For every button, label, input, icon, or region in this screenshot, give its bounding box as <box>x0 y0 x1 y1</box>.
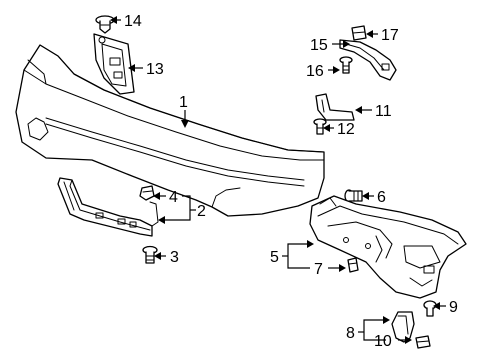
bolt-12 <box>313 118 327 135</box>
callout-7: 7 <box>314 261 323 278</box>
callout-labels: 1 2 3 4 5 6 7 8 9 10 11 12 13 14 15 16 1… <box>124 13 458 350</box>
callout-5: 5 <box>270 249 279 266</box>
small-bracket-8 <box>391 311 415 343</box>
lower-reinforcement-bracket <box>57 177 159 237</box>
callout-14: 14 <box>124 13 142 30</box>
bolt-3 <box>142 245 158 264</box>
callout-4: 4 <box>169 189 178 206</box>
push-pin-clip-14 <box>95 15 115 34</box>
upper-side-bracket-15 <box>339 39 397 81</box>
callout-11: 11 <box>375 103 392 120</box>
callout-16: 16 <box>306 63 324 80</box>
callout-8: 8 <box>346 325 355 342</box>
callout-9: 9 <box>449 299 458 316</box>
bolt-16 <box>339 56 353 74</box>
callout-13: 13 <box>146 61 164 78</box>
callout-1: 1 <box>179 94 188 111</box>
clip-10 <box>415 335 431 349</box>
upper-bracket <box>93 33 135 95</box>
callout-leaders <box>110 16 446 344</box>
callout-3: 3 <box>170 249 179 266</box>
callout-6: 6 <box>377 189 386 206</box>
clip-17 <box>351 25 367 41</box>
callout-15: 15 <box>310 37 328 54</box>
bolt-9 <box>423 300 437 317</box>
brace-11 <box>315 93 355 121</box>
clip-4 <box>139 185 155 201</box>
bolt-6 <box>344 189 363 203</box>
callout-10: 10 <box>374 333 392 350</box>
clip-7 <box>347 257 359 273</box>
callout-2: 2 <box>197 203 206 220</box>
bumper-face-bar <box>15 44 325 217</box>
lower-side-bracket-5 <box>309 195 467 299</box>
callout-12: 12 <box>337 121 355 138</box>
callout-17: 17 <box>381 27 399 44</box>
